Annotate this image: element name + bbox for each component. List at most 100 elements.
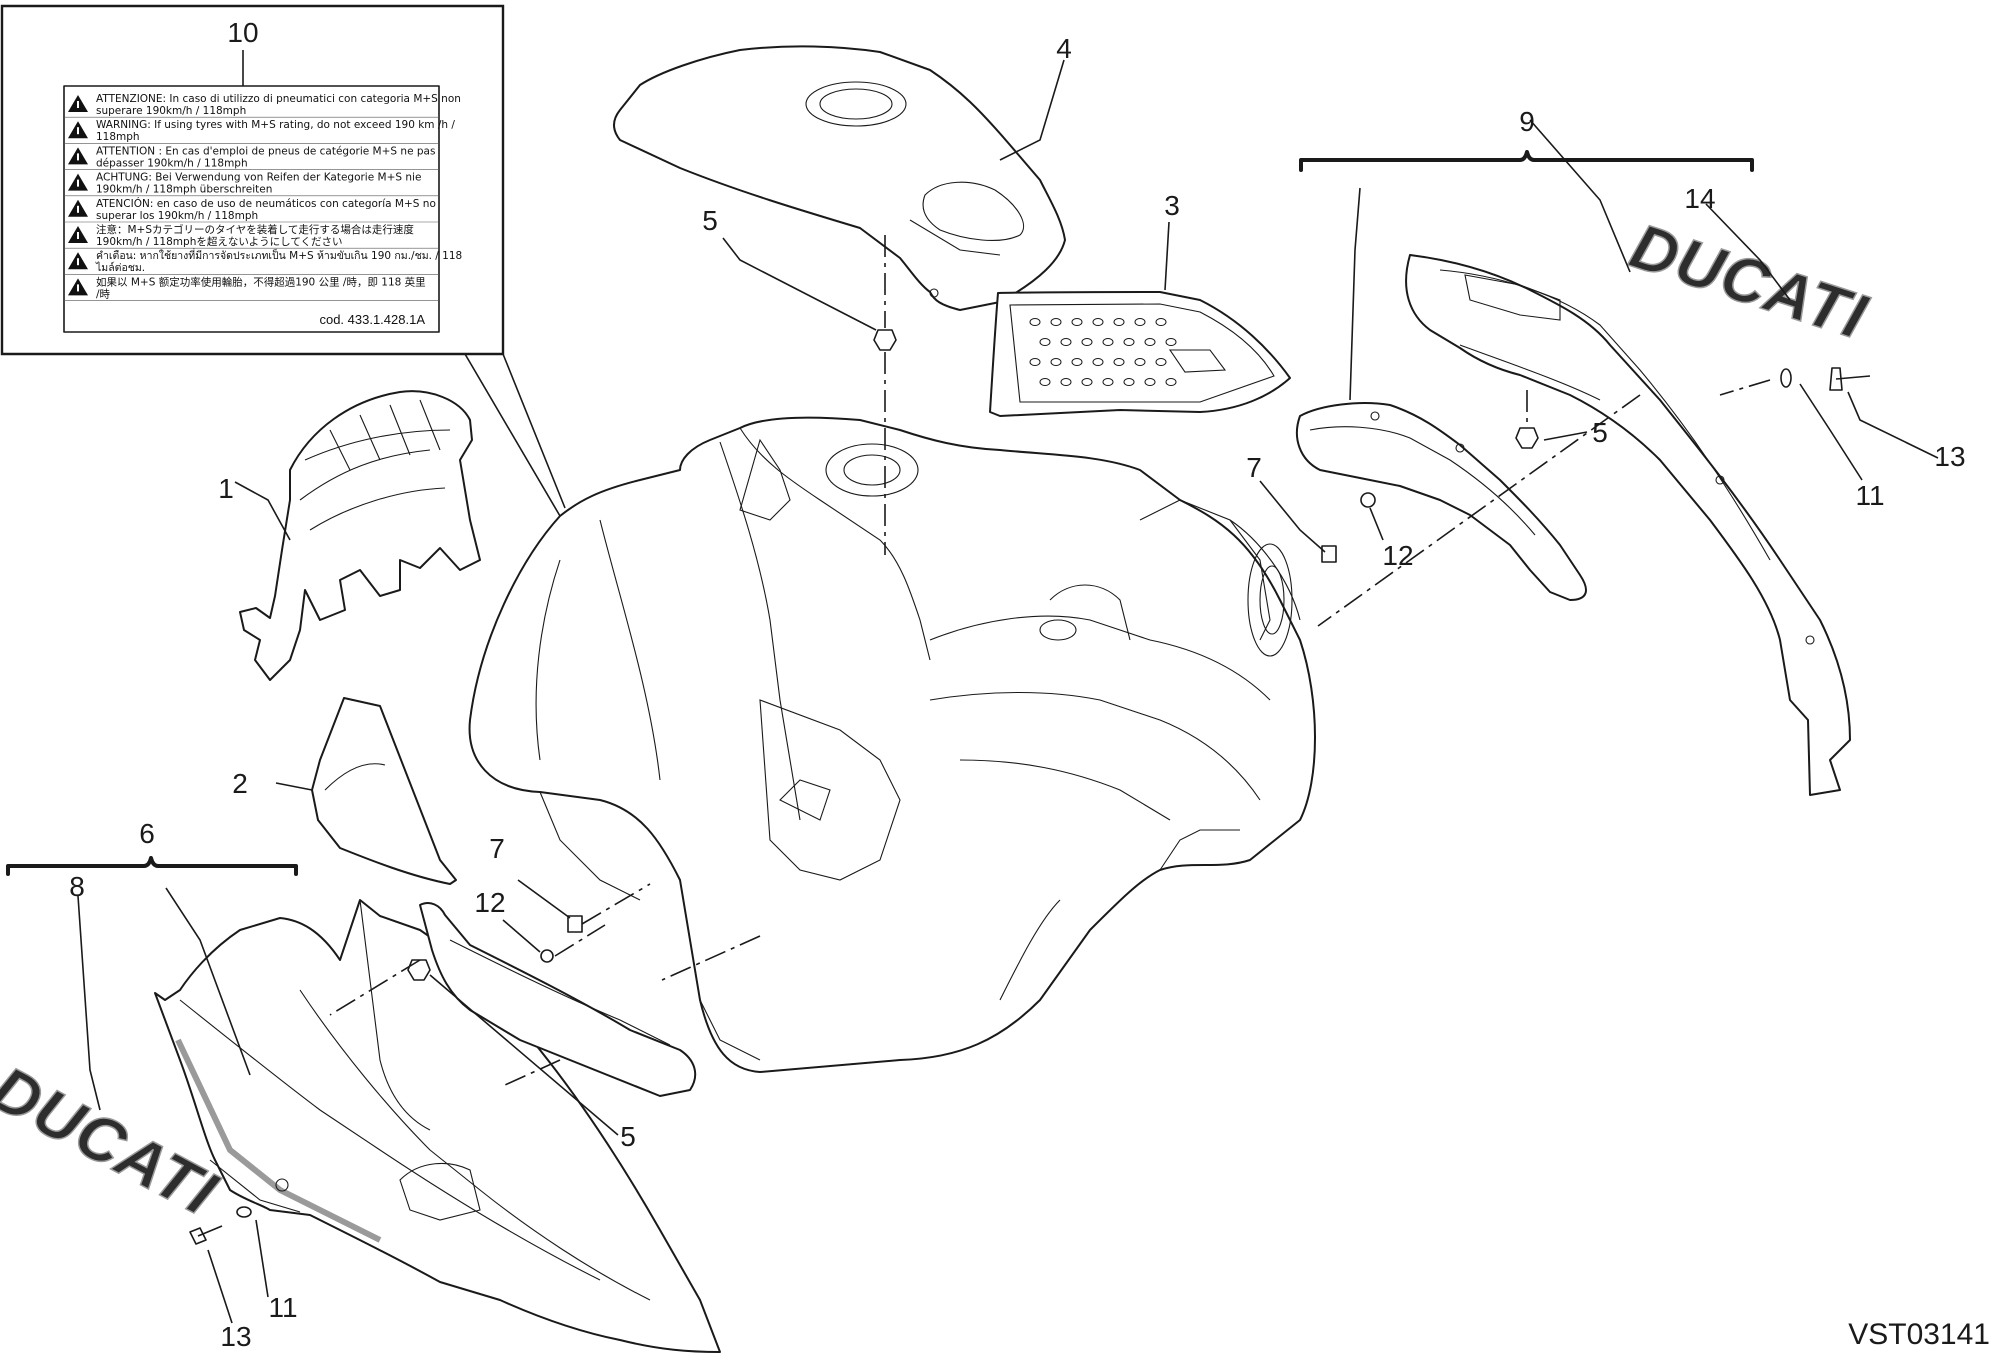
callout-7-right: 7	[1246, 452, 1262, 483]
warning-exclamation-mark	[77, 232, 79, 239]
fastener-5-left	[407, 959, 431, 981]
grip-dot	[1092, 358, 1104, 366]
grip-dot	[1155, 358, 1167, 366]
warning-exclamation-mark	[77, 258, 79, 266]
grip-dot	[1029, 318, 1041, 326]
warning-label-text: dépasser 190km/h / 118mph	[96, 157, 248, 169]
brace-6	[6, 856, 298, 876]
callout-3: 3	[1164, 190, 1180, 221]
grip-dot	[1113, 318, 1125, 326]
grip-dot	[1029, 358, 1041, 366]
grip-dot	[1165, 338, 1177, 346]
warning-label-text: 注意：M+Sカテゴリーのタイヤを装着して走行する場合は走行速度	[96, 223, 414, 236]
fastener-13-right	[1829, 367, 1871, 391]
drawing-reference-code: VST03141	[1848, 1318, 1990, 1351]
warning-label-text: 190km/h / 118mphを超えないようにしてください	[96, 235, 343, 248]
warning-exclamation-mark	[77, 205, 79, 213]
warning-exclamation-mark	[77, 127, 79, 135]
callout-9: 9	[1519, 106, 1535, 137]
callout-13-left: 13	[220, 1321, 251, 1352]
grip-dot	[1144, 378, 1156, 386]
inset-leader	[464, 353, 566, 517]
grip-dot	[1113, 358, 1125, 366]
callout-4: 4	[1056, 33, 1072, 64]
warning-label-text: คำเตือน: หากใช้ยางที่มีการจัดประเภทเป็น …	[96, 248, 462, 262]
callout-5-top: 5	[702, 205, 718, 236]
warning-label-text: /時	[96, 288, 111, 300]
grip-dot	[1134, 358, 1146, 366]
part-right-front-panel	[1295, 402, 1587, 601]
grip-dot	[1081, 338, 1093, 346]
part-2-side-trim	[311, 697, 457, 885]
callout-14: 14	[1684, 183, 1715, 214]
fastener-7-left	[567, 915, 583, 933]
grip-dot	[1144, 338, 1156, 346]
warning-label-code: cod. 433.1.428.1A	[319, 312, 425, 327]
callout-leaders	[77, 59, 1939, 1324]
grip-dot	[1165, 378, 1177, 386]
warning-label-row: คำเตือน: หากใช้ยางที่มีการจัดประเภทเป็น …	[64, 248, 462, 275]
fastener-11-right	[1780, 368, 1792, 388]
grip-dots	[1029, 318, 1177, 386]
fastener-5-top	[873, 329, 897, 351]
callout-12-right: 12	[1382, 540, 1413, 571]
grip-dot	[1071, 358, 1083, 366]
warning-label-row: 如果以 M+S 额定功率使用輪胎，不得超過190 公里 /時，即 118 英里/…	[64, 275, 439, 301]
warning-label-row: ATTENTION : En cas d'emploi de pneus de …	[64, 145, 439, 170]
warning-label-text: superar los 190km/h / 118mph	[96, 210, 258, 222]
warning-label-text: 190km/h / 118mph überschreiten	[96, 184, 272, 196]
grip-dot	[1060, 338, 1072, 346]
warning-label-text: superare 190km/h / 118mph	[96, 105, 246, 117]
callout-13-right: 13	[1934, 441, 1965, 472]
warning-label-text: ATTENTION : En cas d'emploi de pneus de …	[96, 145, 435, 157]
callout-11-left: 11	[268, 1292, 297, 1323]
warning-label: ATTENZIONE: In caso di utilizzo di pneum…	[63, 85, 462, 333]
grip-dot	[1050, 318, 1062, 326]
callout-8: 8	[69, 871, 85, 902]
grip-dot	[1060, 378, 1072, 386]
callout-5-right: 5	[1592, 417, 1608, 448]
warning-label-row: ATENCIÓN: en caso de uso de neumáticos c…	[64, 197, 439, 223]
grip-dot	[1155, 318, 1167, 326]
grip-dot	[1050, 358, 1062, 366]
brace-9	[1299, 150, 1754, 172]
warning-exclamation-mark	[77, 153, 79, 161]
grip-dot	[1102, 338, 1114, 346]
warning-exclamation-mark	[77, 179, 79, 187]
callout-12-left: 12	[474, 887, 505, 918]
warning-exclamation-mark	[77, 101, 79, 108]
grip-dot	[1102, 378, 1114, 386]
callout-7-left: 7	[489, 833, 505, 864]
fastener-12-right	[1360, 492, 1376, 508]
warning-label-rows: ATTENZIONE: In caso di utilizzo di pneum…	[64, 93, 462, 301]
part-6-left-panel	[154, 899, 721, 1353]
callout-1: 1	[218, 473, 234, 504]
fastener-7-right	[1321, 545, 1337, 563]
grip-dot	[1134, 318, 1146, 326]
callout-11-right: 11	[1855, 480, 1884, 511]
grip-dot	[1123, 338, 1135, 346]
fastener-5-right	[1515, 427, 1539, 449]
part-4-tank-top-cover	[613, 45, 1066, 311]
fuel-tank	[468, 416, 1316, 1073]
grip-dot	[1039, 338, 1051, 346]
warning-label-row: WARNING: If using tyres with M+S rating,…	[64, 119, 455, 144]
warning-label-text: WARNING: If using tyres with M+S rating,…	[96, 119, 455, 131]
grip-dot	[1092, 318, 1104, 326]
grip-dot	[1123, 378, 1135, 386]
part-9-right-panel	[1405, 254, 1851, 796]
callout-10: 10	[227, 17, 258, 48]
warning-label-text: ACHTUNG: Bei Verwendung von Reifen der K…	[96, 172, 421, 184]
fastener-12-left	[540, 949, 554, 963]
panel-accent-stripe	[175, 1038, 382, 1243]
warning-label-text: ATENCIÓN: en caso de uso de neumáticos c…	[96, 197, 436, 210]
callout-5-left: 5	[620, 1121, 636, 1152]
grip-dot	[1039, 378, 1051, 386]
warning-exclamation-mark	[77, 284, 79, 292]
warning-label-text: 118mph	[96, 131, 140, 143]
warning-label-text: ATTENZIONE: In caso di utilizzo di pneum…	[96, 93, 461, 105]
warning-label-row: ATTENZIONE: In caso di utilizzo di pneum…	[64, 93, 461, 118]
warning-label-text: 如果以 M+S 额定功率使用輪胎，不得超過190 公里 /時，即 118 英里	[96, 275, 426, 288]
